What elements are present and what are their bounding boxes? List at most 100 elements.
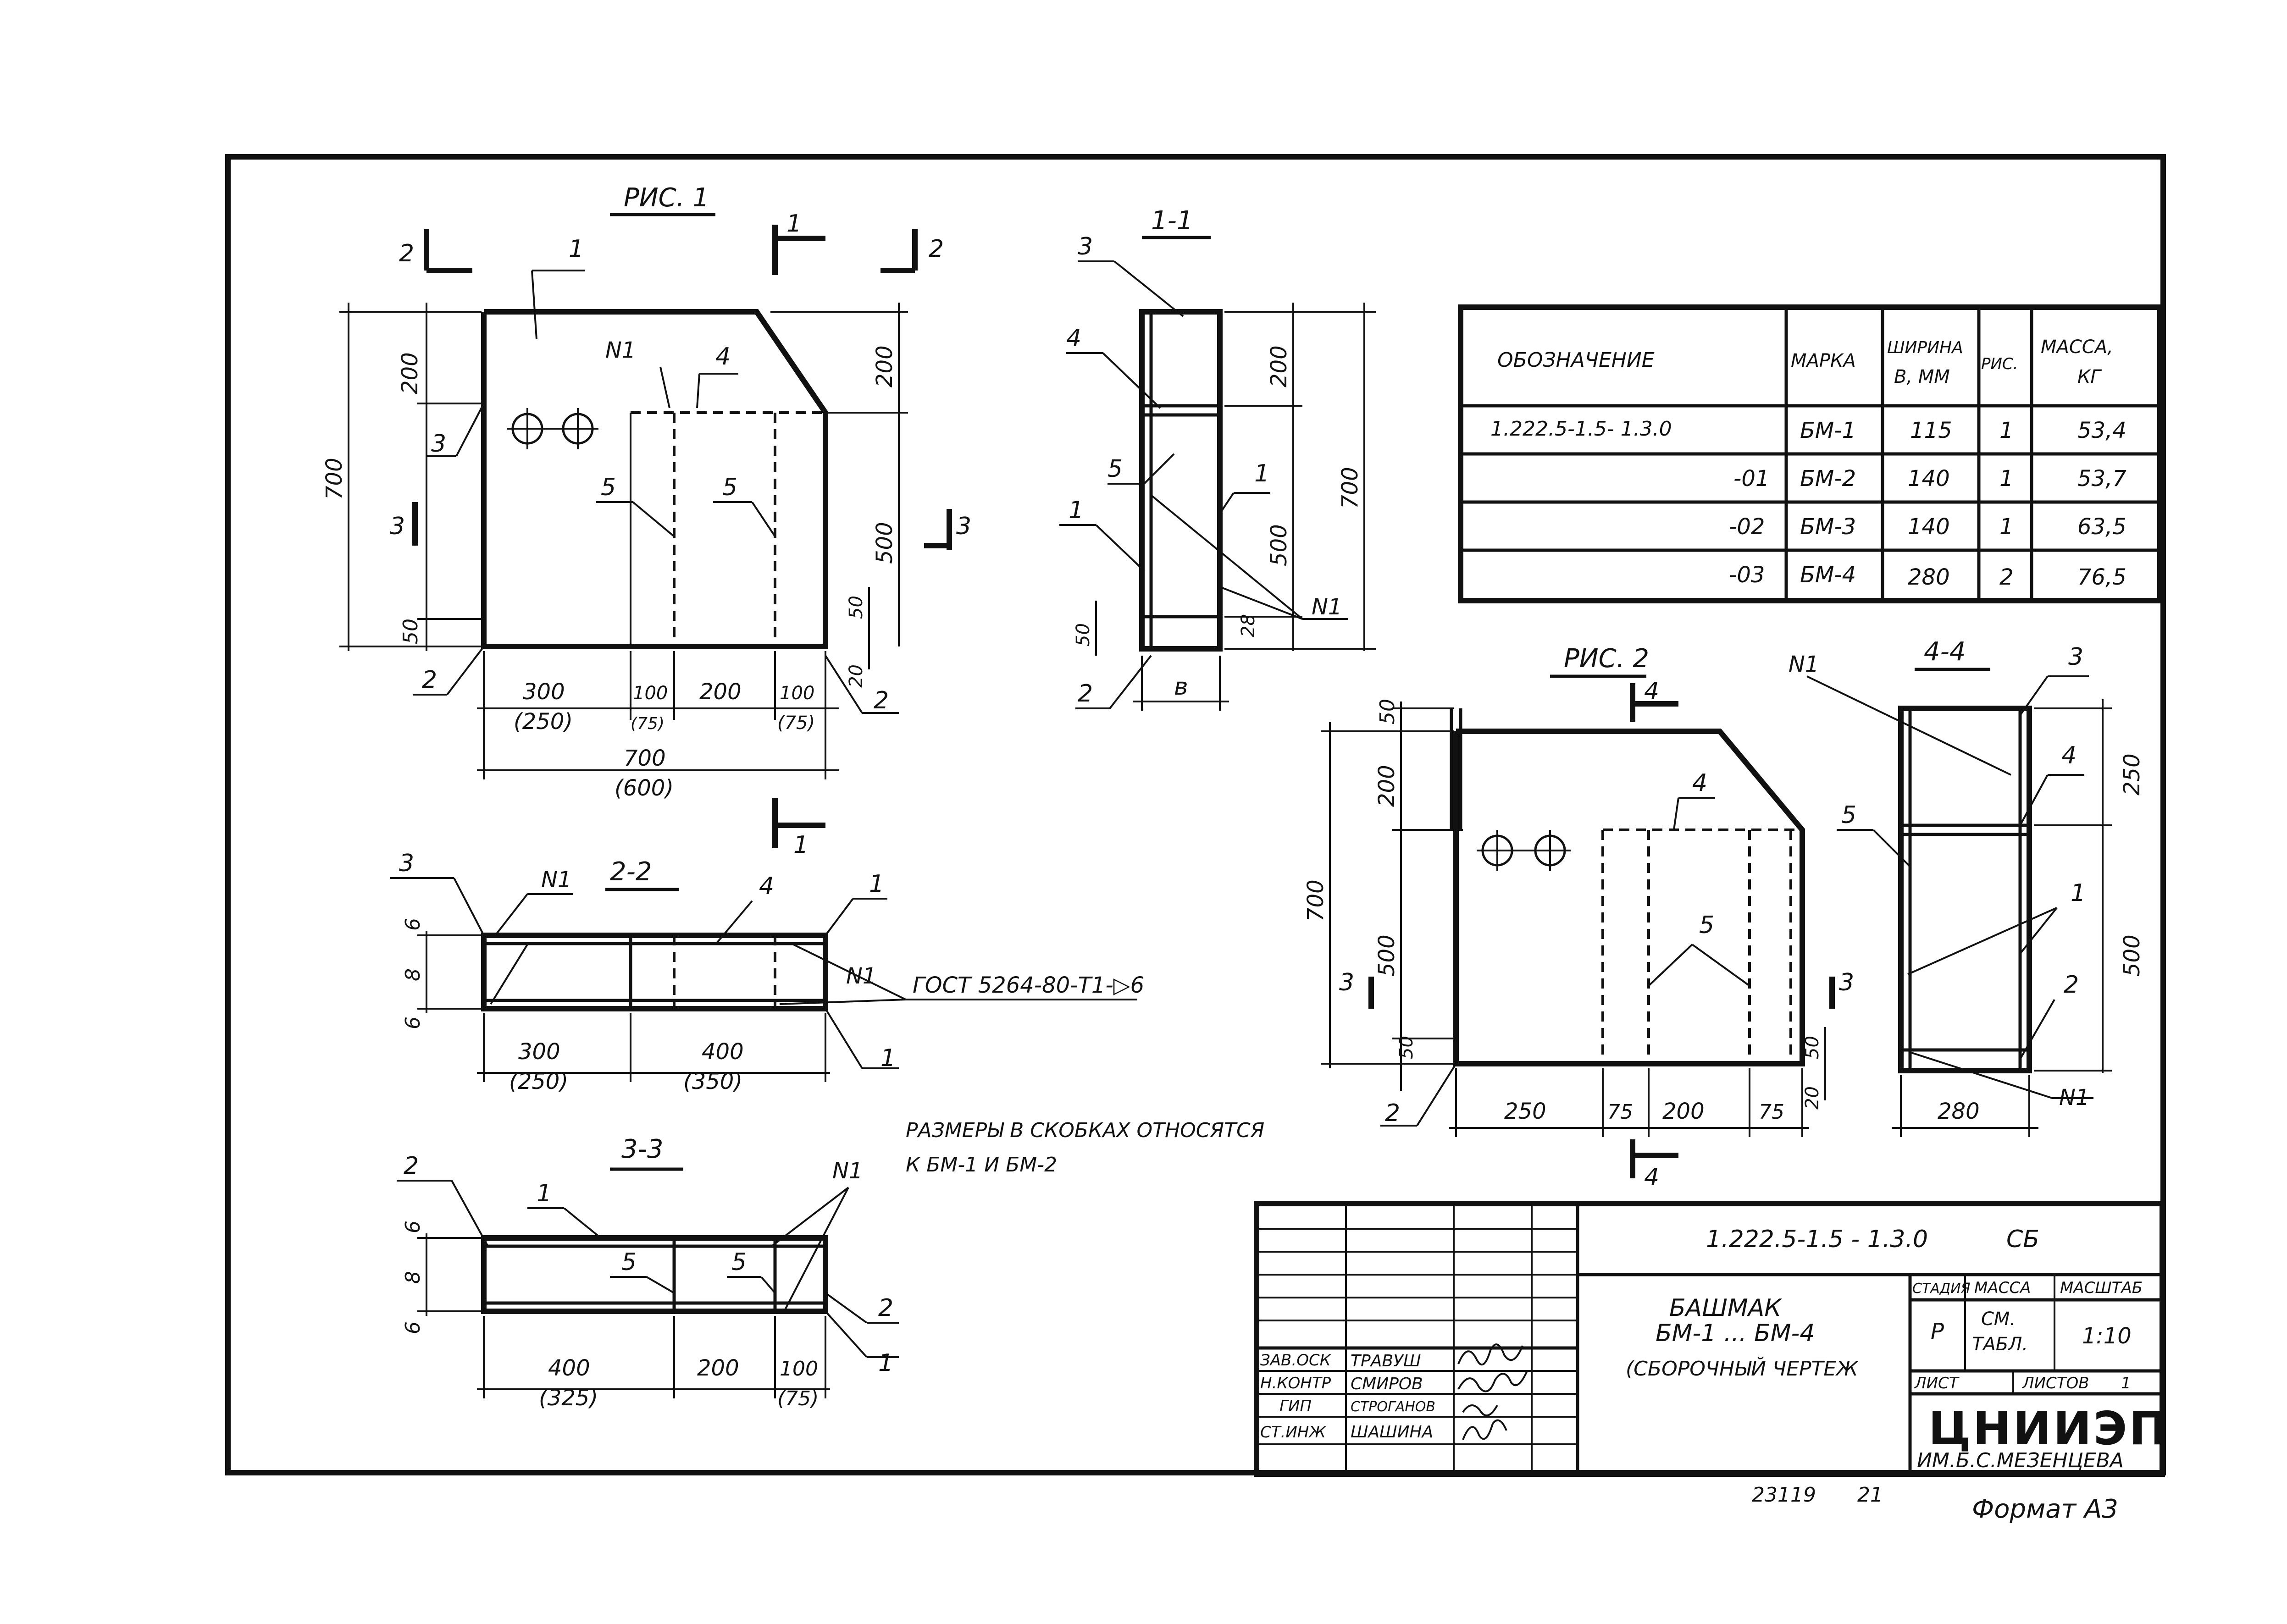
spec-row3-mark: БМ-3 (1800, 514, 1856, 540)
staff-name-4: ШАШИНА (1351, 1423, 1433, 1442)
tb-scale: 1:10 (2082, 1323, 2132, 1349)
fig2-cut-4-top: 4 (1644, 678, 1659, 705)
sec-2-2-dim-8: 8 (401, 968, 425, 981)
fig2-dim-75b: 75 (1759, 1100, 1784, 1124)
staff-name-3: СТРОГАНОВ (1351, 1399, 1435, 1415)
spec-row3-designation: -02 (1729, 514, 1765, 540)
cut-2-left: 2 (399, 240, 414, 267)
sec-1-1-title: 1-1 (1151, 206, 1193, 236)
dim-50-left: 50 (399, 619, 422, 644)
sec-2-2-title: 2-2 (610, 857, 652, 887)
cut-2-right: 2 (929, 235, 944, 263)
fig2-dim-200: 200 (1374, 765, 1400, 807)
cut-1-top: 1 (786, 210, 802, 238)
spec-row1-designation: 1.222.5-1.5- 1.3.0 (1490, 417, 1672, 441)
note-line1: РАЗМЕРЫ В СКОБКАХ ОТНОСЯТСЯ (906, 1119, 1264, 1142)
spec-row2-width: 140 (1908, 466, 1950, 492)
fig1-callout-n1: N1 (605, 337, 636, 363)
sec-4-4-callout-4: 4 (2061, 742, 2077, 769)
spec-header-fig: РИС. (1981, 355, 2018, 373)
dim-300-paren: (250) (514, 709, 573, 735)
section-2-2: 2-2 6 8 6 300 (250) 400 (350) 3 N1 4 1 N… (390, 850, 1144, 1094)
tb-mass-1: СМ. (1981, 1309, 2016, 1330)
section-1-1: 1-1 в 200 500 28 700 50 3 4 5 1 1 (1059, 206, 1376, 711)
sec-3-3-callout-1b: 1 (878, 1349, 893, 1377)
fig2-title: РИС. 2 (1564, 644, 1649, 674)
spec-row3-mass: 63,5 (2077, 514, 2126, 540)
tb-sheets-label: ЛИСТОВ (2021, 1374, 2089, 1392)
sec-4-4-title: 4-4 (1924, 637, 1966, 667)
sheet-subnumber: 21 (1857, 1483, 1883, 1507)
tb-org-name: ЦНИИЭП (1928, 1402, 2169, 1455)
spec-row3-fig: 1 (1999, 514, 2014, 540)
fig2-callout-5: 5 (1699, 911, 1714, 939)
spec-row3-width: 140 (1908, 514, 1950, 540)
fig1-callout-5a: 5 (601, 474, 616, 501)
sec-2-2-callout-4: 4 (759, 873, 774, 900)
fig2-dim-50-bot: 50 (1396, 1036, 1417, 1059)
cut-3-right: 3 (956, 513, 971, 540)
tb-name-1: БАШМАК (1669, 1294, 1782, 1322)
sec-2-2-dim-300: 300 (518, 1039, 560, 1065)
sec-1-1-dim-28: 28 (1238, 614, 1259, 637)
cut-3-left: 3 (390, 513, 405, 540)
tb-doctype: СБ (2006, 1226, 2039, 1253)
dim-600-paren: (600) (615, 775, 674, 801)
sec-3-3-callout-5a: 5 (621, 1248, 637, 1276)
spec-header-designation: ОБОЗНАЧЕНИЕ (1497, 348, 1655, 372)
fig2-dim-75a: 75 (1607, 1100, 1633, 1124)
sec-4-4-callout-1: 1 (2071, 879, 2086, 907)
sec-3-3-dim-400: 400 (548, 1355, 590, 1381)
sec-1-1-callout-1a: 1 (1069, 497, 1084, 524)
sec-1-1-callout-1b: 1 (1254, 460, 1269, 487)
sec-1-1-dim-50: 50 (1073, 623, 1094, 646)
cut-1-bottom: 1 (793, 831, 808, 859)
note-line2: К БМ-1 И БМ-2 (906, 1153, 1057, 1177)
format-label: Формат А3 (1972, 1494, 2118, 1524)
signature-3 (1462, 1404, 1498, 1417)
sec-4-4-dim-250: 250 (2119, 753, 2145, 795)
staff-name-1: ТРАВУШ (1351, 1352, 1421, 1370)
dim-100-b-paren: (75) (777, 713, 815, 734)
tb-col-scale: МАСШТАБ (2060, 1279, 2143, 1297)
tb-col-mass: МАССА (1974, 1279, 2031, 1297)
staff-role-4: СТ.ИНЖ (1260, 1423, 1326, 1442)
spec-row4-width: 280 (1908, 564, 1950, 590)
spec-row1-fig: 1 (1999, 418, 2014, 443)
sec-3-3-dim-8: 8 (401, 1271, 425, 1284)
fig2-main-view: РИС. 2 50 200 700 500 50 50 20 (1303, 644, 1854, 1191)
sec-1-1-dim-b: в (1174, 673, 1188, 701)
spec-table: ОБОЗНАЧЕНИЕ МАРКА ШИРИНА B, ММ РИС. МАСС… (1458, 304, 2163, 603)
spec-row1-mark: БМ-1 (1800, 418, 1856, 443)
sec-4-4-callout-n1: N1 (1789, 652, 1819, 677)
dim-100-a-paren: (75) (631, 714, 665, 733)
spec-header-width: ШИРИНА (1887, 338, 1963, 357)
dim-100-a: 100 (633, 683, 668, 704)
sec-3-3-dim-325-paren: (325) (539, 1385, 598, 1411)
fig1-callout-3: 3 (431, 430, 446, 458)
sec-1-1-dim-500: 500 (1266, 524, 1292, 566)
sec-3-3-dim-6b: 6 (401, 1321, 425, 1334)
fig2-dim-500: 500 (1374, 934, 1400, 977)
fig2-cut-4-bottom: 4 (1644, 1164, 1659, 1191)
sec-1-1-callout-n1: N1 (1312, 594, 1342, 620)
sec-2-2-dim-250-paren: (250) (509, 1069, 568, 1094)
spec-row4-fig: 2 (1999, 564, 2014, 590)
spec-header-mass-unit: КГ (2077, 366, 2102, 387)
sec-2-2-callout-n1b: N1 (846, 963, 876, 989)
spec-row2-designation: -01 (1733, 466, 1769, 492)
sec-1-1-callout-5: 5 (1108, 455, 1123, 483)
sec-2-2-callout-3: 3 (399, 850, 414, 877)
staff-role-3: ГИП (1279, 1397, 1312, 1415)
spec-header-width-unit: B, ММ (1894, 366, 1950, 387)
spec-row2-mark: БМ-2 (1800, 466, 1856, 492)
sec-3-3-dim-6a: 6 (401, 1221, 425, 1233)
sec-1-1-callout-2: 2 (1078, 680, 1093, 707)
spec-row4-designation: -03 (1729, 562, 1765, 588)
signature-2 (1457, 1370, 1528, 1392)
spec-row1-mass: 53,4 (2077, 418, 2126, 443)
signature-4 (1462, 1419, 1507, 1440)
spec-header-mark: МАРКА (1791, 350, 1856, 371)
section-3-3: 3-3 6 8 6 400 (325) 200 100 (75) 2 1 5 5 (397, 1134, 899, 1411)
